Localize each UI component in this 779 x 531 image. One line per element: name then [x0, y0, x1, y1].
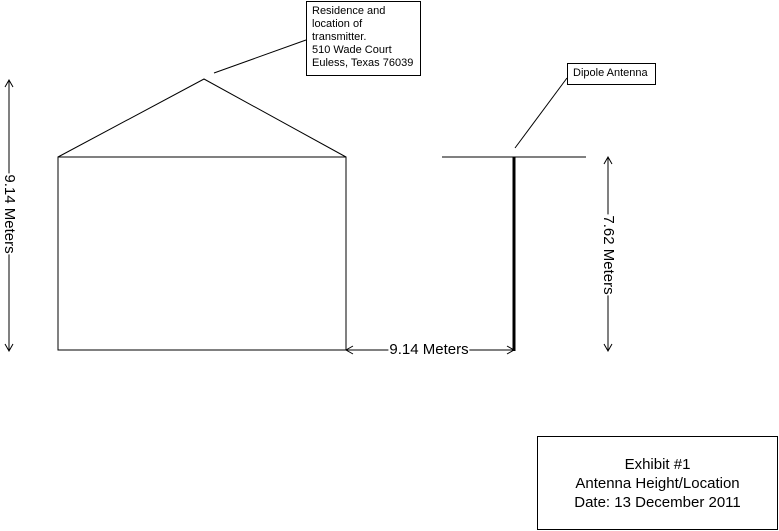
residence-callout-line: Euless, Texas 76039 — [312, 57, 414, 69]
antenna-height-label: 7.62 Meters — [600, 214, 617, 296]
exhibit-title-block: Exhibit #1 Antenna Height/Location Date:… — [537, 436, 778, 530]
house-height-label: 9.14 Meters — [1, 173, 18, 255]
residence-callout-leader — [213, 39, 307, 74]
residence-callout: Residence and location of transmitter. 5… — [306, 1, 421, 76]
house-roof — [57, 78, 347, 158]
residence-callout-line: 510 Wade Court — [312, 44, 392, 56]
house — [57, 78, 347, 351]
exhibit-date: Date: 13 December 2011 — [574, 493, 741, 511]
exhibit-title: Exhibit #1 — [624, 455, 691, 473]
antenna-callout: Dipole Antenna — [567, 63, 656, 85]
residence-callout-line: transmitter. — [312, 31, 367, 43]
residence-callout-line: location of — [312, 18, 363, 30]
residence-callout-line: Residence and — [312, 5, 386, 17]
horizontal-distance-label: 9.14 Meters — [388, 341, 470, 358]
exhibit-subtitle: Antenna Height/Location — [575, 474, 740, 492]
antenna-callout-leader — [514, 77, 568, 149]
house-body — [57, 156, 347, 351]
